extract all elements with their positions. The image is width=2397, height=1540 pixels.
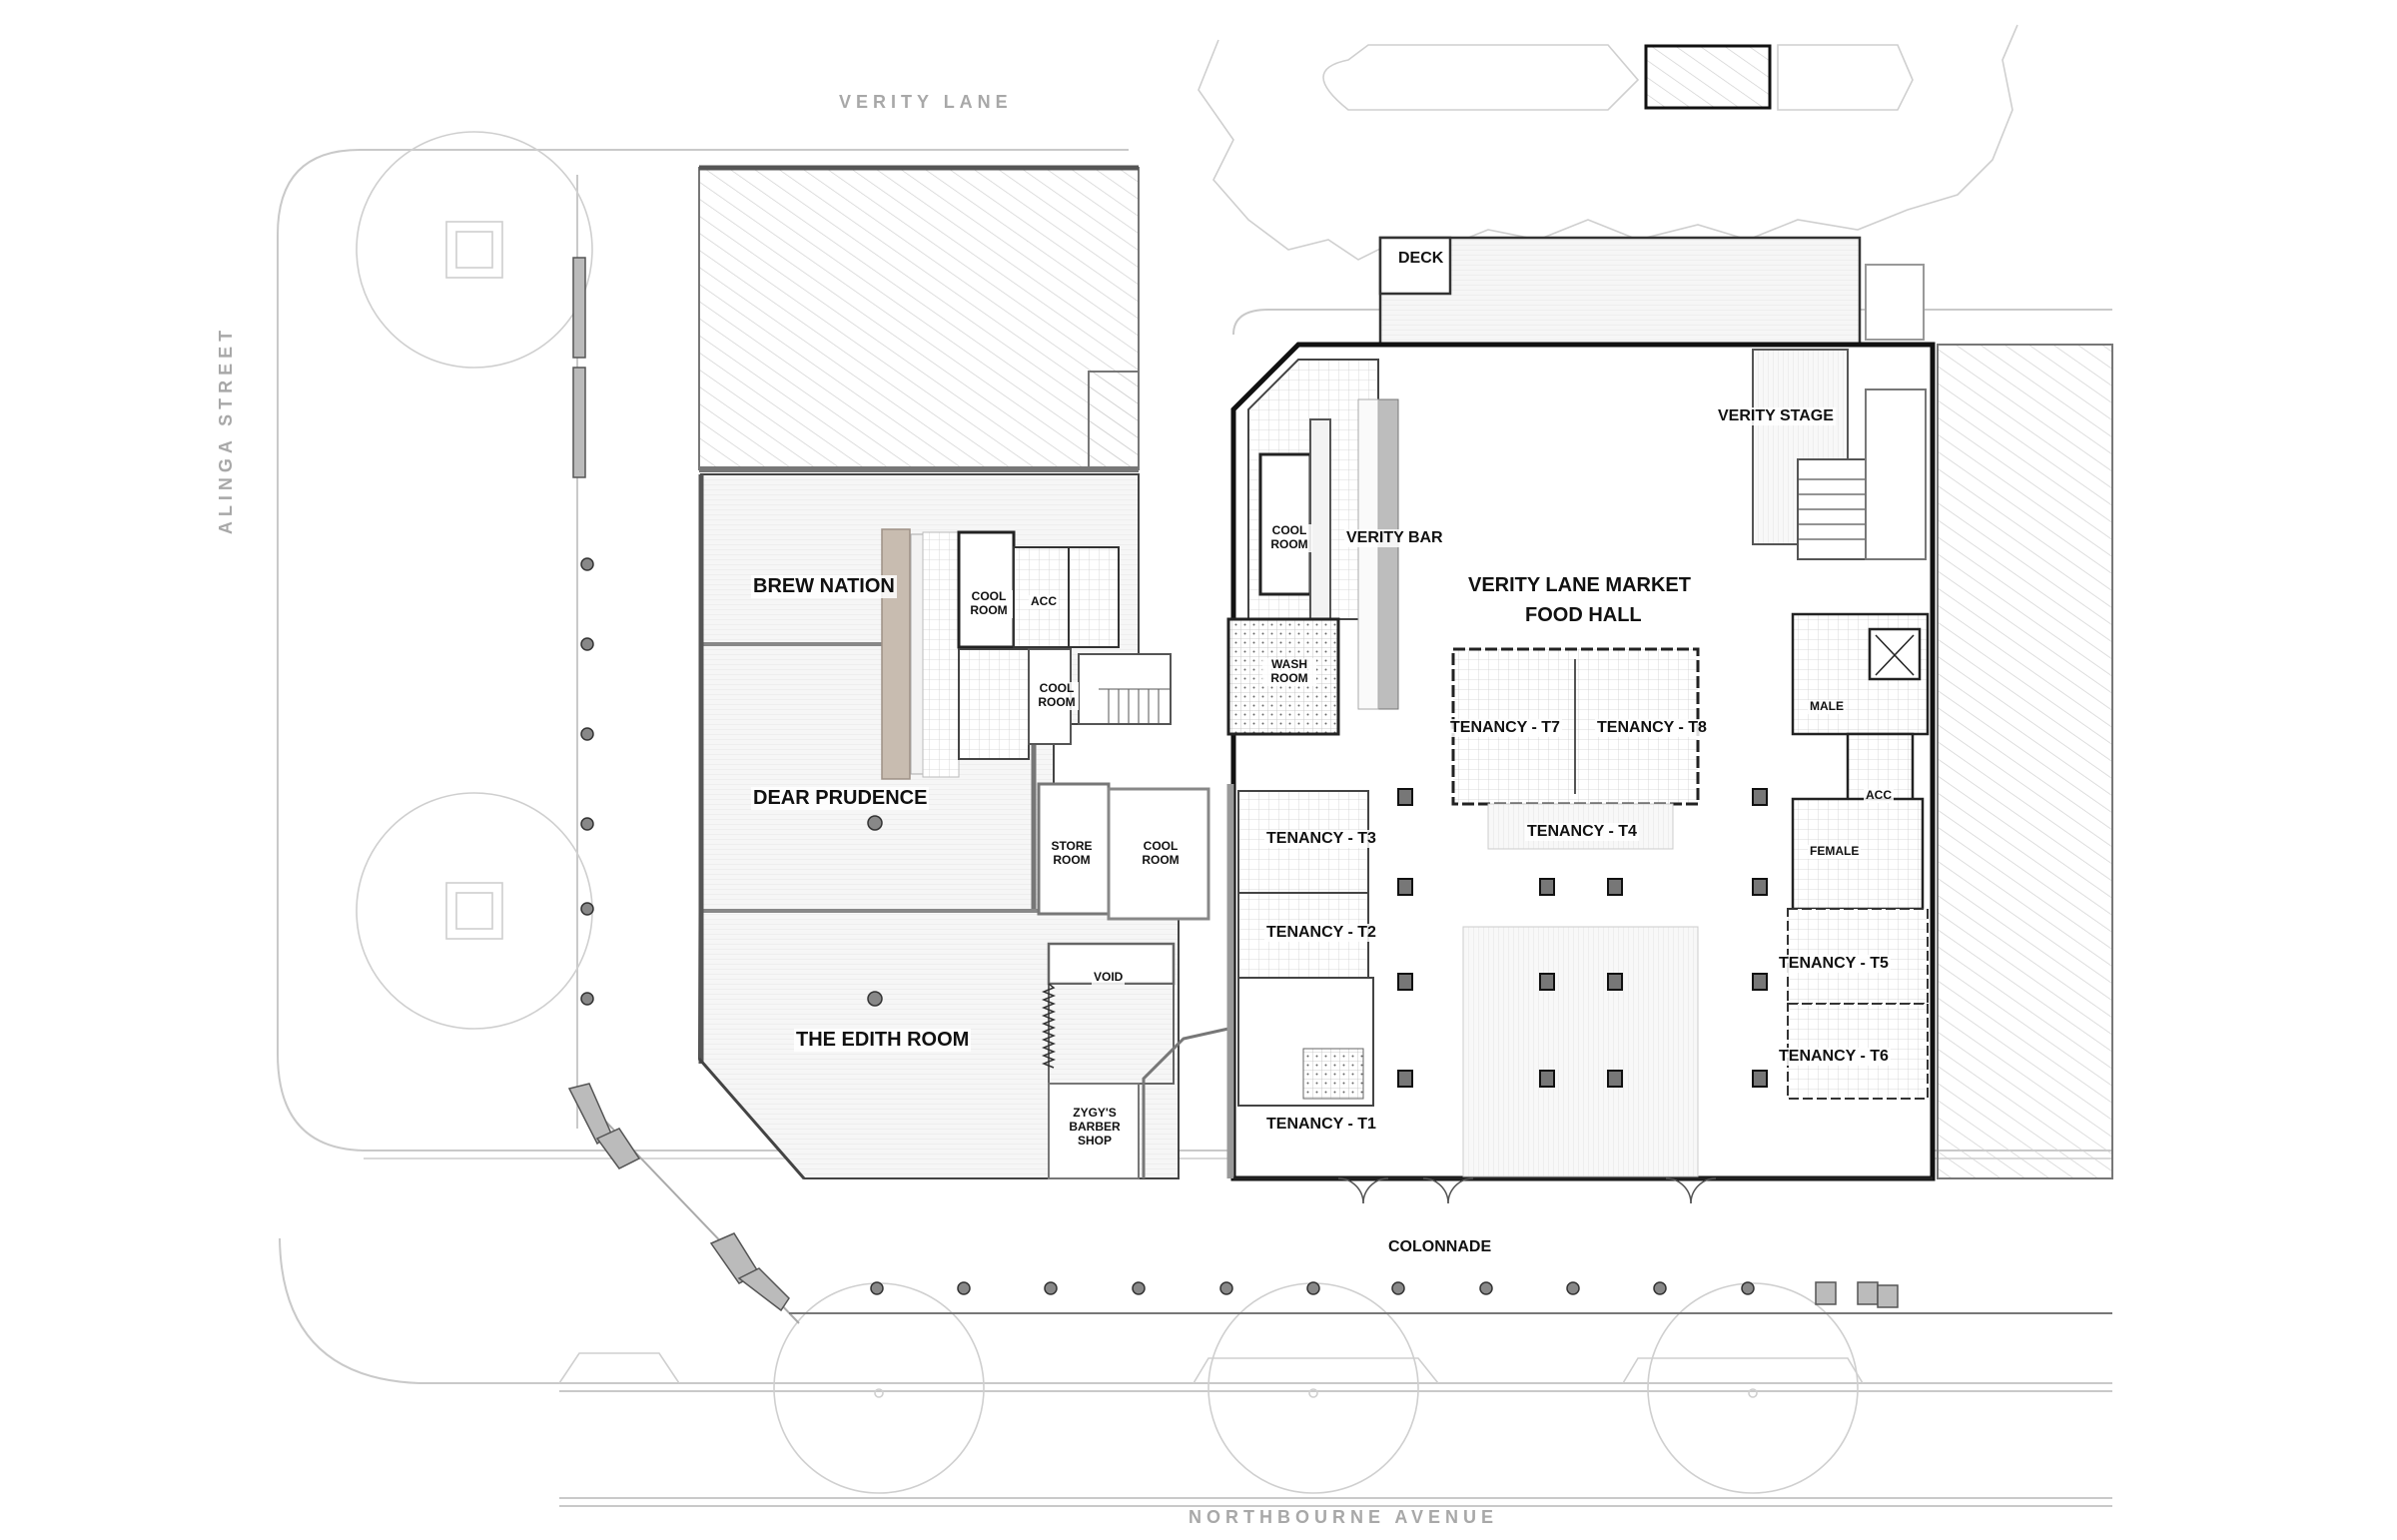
label-verity-bar: VERITY BAR bbox=[1344, 529, 1445, 548]
label-cool-room-2: COOL ROOM bbox=[1035, 681, 1079, 710]
label-tenancy-t1: TENANCY - T1 bbox=[1264, 1116, 1378, 1135]
label-cool-room-1: COOL ROOM bbox=[965, 589, 1013, 618]
label-tenancy-t5: TENANCY - T5 bbox=[1777, 955, 1891, 974]
label-zygys-barber-shop: ZYGY'S BARBER SHOP bbox=[1067, 1106, 1123, 1149]
hatched-block-north bbox=[698, 167, 1140, 470]
label-void: VOID bbox=[1092, 970, 1126, 985]
label-colonnade: COLONNADE bbox=[1386, 1238, 1494, 1257]
planter-box bbox=[1644, 44, 1772, 110]
label-edith-room: THE EDITH ROOM bbox=[794, 1029, 972, 1052]
label-food-hall-line1: VERITY LANE MARKET bbox=[1466, 574, 1693, 597]
label-dear-prudence: DEAR PRUDENCE bbox=[751, 787, 930, 810]
label-food-hall-line2: FOOD HALL bbox=[1523, 604, 1644, 627]
label-store-room: STORE ROOM bbox=[1045, 839, 1099, 868]
label-male: MALE bbox=[1808, 699, 1846, 714]
label-tenancy-t6: TENANCY - T6 bbox=[1777, 1048, 1891, 1067]
label-cool-room-3: COOL ROOM bbox=[1266, 523, 1312, 552]
label-tenancy-t4: TENANCY - T4 bbox=[1525, 823, 1639, 842]
bar-counter bbox=[881, 528, 911, 780]
street-label-alinga-street: ALINGA STREET bbox=[216, 325, 237, 535]
label-deck: DECK bbox=[1396, 250, 1446, 269]
deck bbox=[1378, 236, 1862, 347]
label-brew-nation: BREW NATION bbox=[751, 575, 897, 598]
label-tenancy-t3: TENANCY - T3 bbox=[1264, 830, 1378, 849]
label-wash-room: WASH ROOM bbox=[1262, 657, 1316, 686]
street-label-northbourne-avenue: NORTHBOURNE AVENUE bbox=[1189, 1507, 1499, 1527]
columns bbox=[1397, 788, 1768, 1088]
seating-area bbox=[1462, 926, 1699, 1177]
label-tenancy-t7: TENANCY - T7 bbox=[1448, 719, 1562, 738]
label-cool-room-4: COOL ROOM bbox=[1135, 839, 1187, 868]
label-female: FEMALE bbox=[1808, 844, 1862, 859]
label-verity-stage: VERITY STAGE bbox=[1716, 407, 1836, 426]
label-acc-2: ACC bbox=[1864, 788, 1894, 803]
colonnade-columns bbox=[870, 1281, 1755, 1295]
label-acc-1: ACC bbox=[1029, 594, 1059, 609]
hatched-block-east bbox=[1937, 344, 2113, 1179]
street-label-verity-lane: VERITY LANE bbox=[839, 92, 1013, 112]
label-tenancy-t8: TENANCY - T8 bbox=[1595, 719, 1709, 738]
tree-canopies bbox=[356, 24, 2018, 1494]
label-tenancy-t2: TENANCY - T2 bbox=[1264, 924, 1378, 943]
